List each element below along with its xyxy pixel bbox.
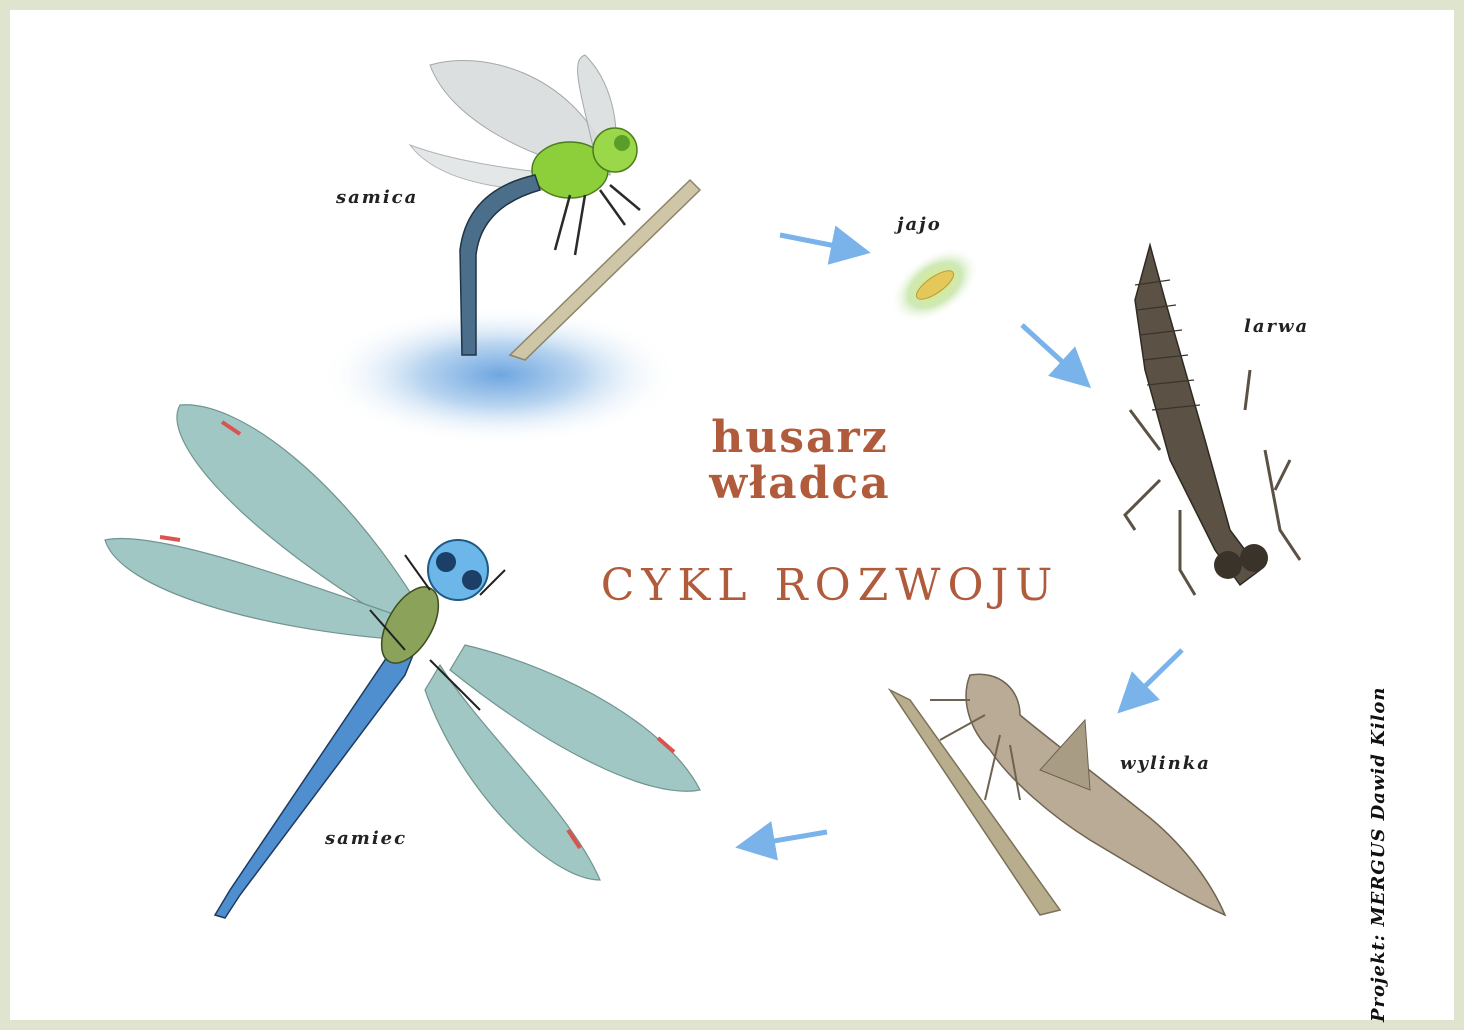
- lifecycle-illustration: [10, 10, 1454, 1020]
- label-exuvia: wylinka: [1120, 753, 1211, 774]
- egg: [877, 232, 993, 339]
- arrow-exuvia-to-male: [750, 832, 827, 845]
- arrow-female-to-egg: [780, 235, 856, 250]
- species-name: husarz władca: [650, 415, 950, 507]
- label-larva: larwa: [1244, 316, 1309, 337]
- species-name-line2: władca: [650, 461, 950, 507]
- cycle-title: CYKL ROZWOJU: [550, 560, 1110, 611]
- cycle-arrows: [750, 235, 1182, 845]
- species-name-line1: husarz: [650, 415, 950, 461]
- female-dragonfly: [320, 55, 700, 445]
- diagram-panel: samica jajo larwa wylinka samiec husarz …: [10, 10, 1454, 1020]
- credit-text: Projekt: MERGUS Dawid Kilon: [1368, 687, 1389, 1023]
- arrow-larva-to-exuvia: [1128, 650, 1182, 703]
- exuvia: [890, 674, 1225, 915]
- label-female: samica: [336, 187, 418, 208]
- label-egg: jajo: [897, 214, 942, 235]
- arrow-egg-to-larva: [1022, 325, 1080, 378]
- larva: [1125, 245, 1300, 595]
- label-male: samiec: [325, 828, 407, 849]
